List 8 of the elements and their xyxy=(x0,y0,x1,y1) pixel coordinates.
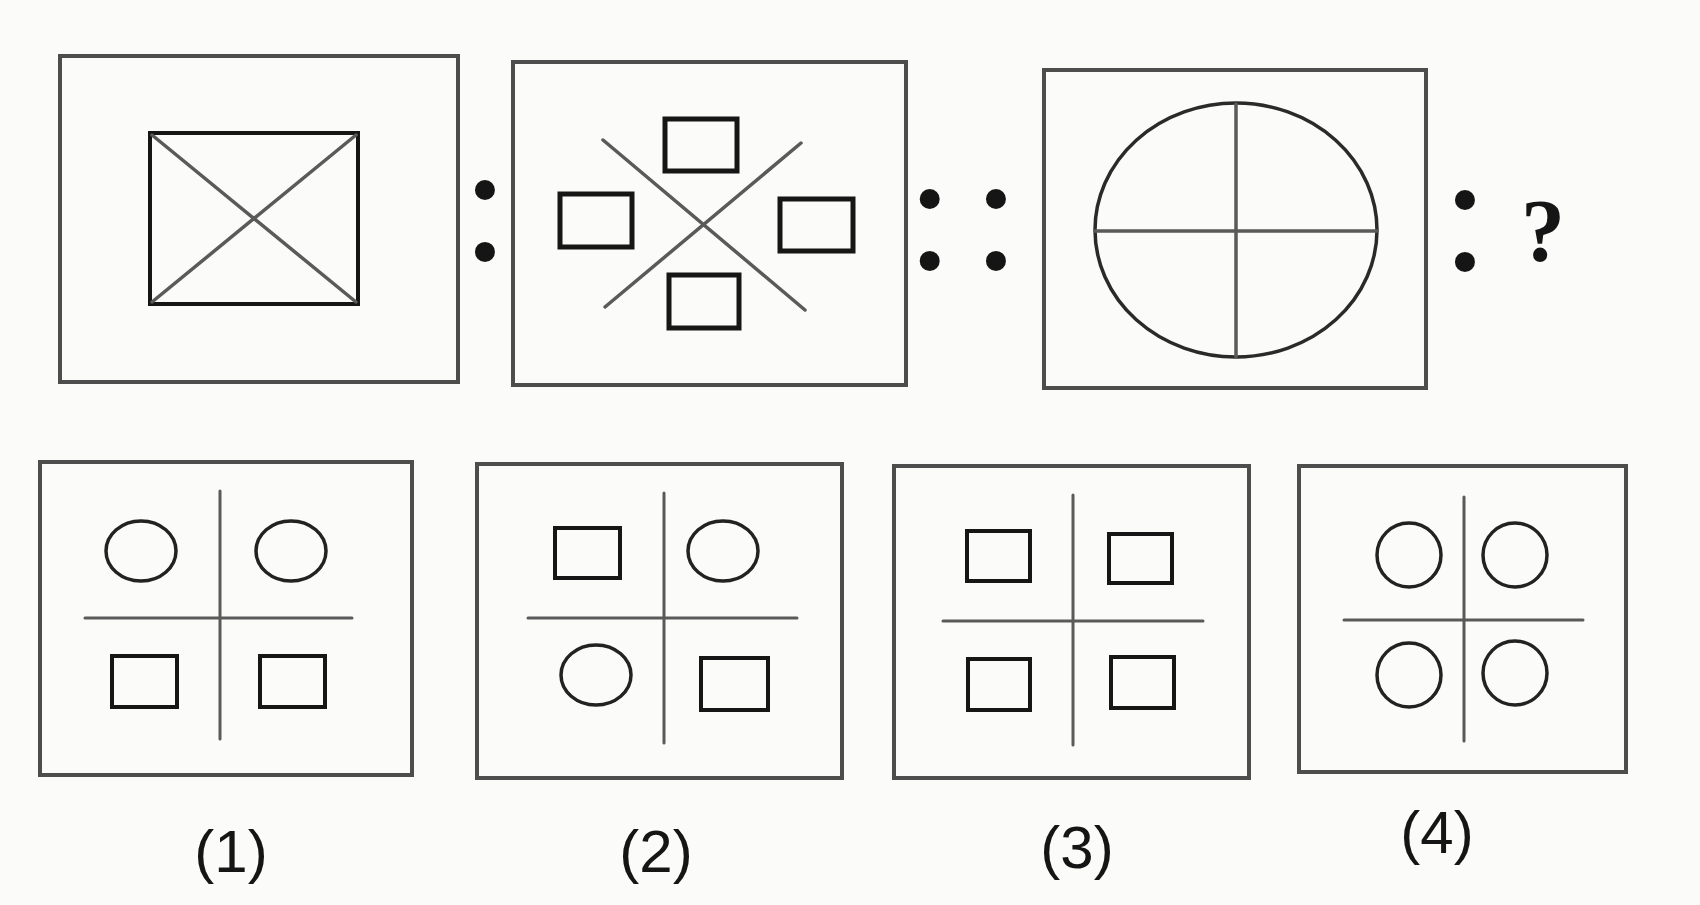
ratio-sign: : xyxy=(1441,128,1489,299)
option-label: (2) xyxy=(619,822,693,882)
ratio-sign: : xyxy=(461,118,509,289)
proportion-sign: :: xyxy=(906,127,1039,298)
option-label: (1) xyxy=(194,822,268,882)
option-label: (4) xyxy=(1400,803,1474,863)
option-label: (3) xyxy=(1040,818,1114,878)
question-mark: ? xyxy=(1521,186,1565,275)
